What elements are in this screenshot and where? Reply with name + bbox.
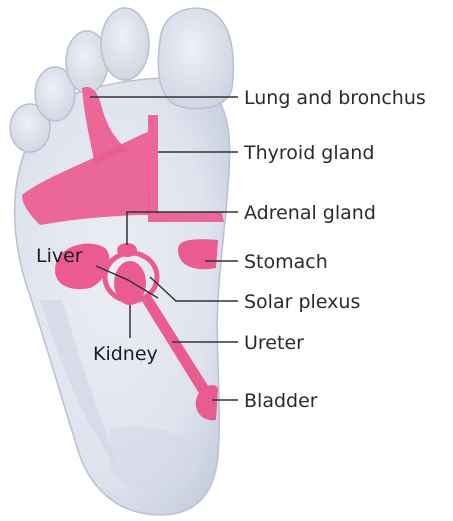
label-thyroid-gland: Thyroid gland	[243, 142, 374, 164]
label-lung-and-bronchus: Lung and bronchus	[244, 87, 426, 109]
label-solar-plexus: Solar plexus	[244, 291, 360, 313]
big-toe	[158, 8, 233, 108]
label-stomach: Stomach	[244, 251, 328, 273]
label-kidney: Kidney	[93, 343, 158, 365]
label-liver: Liver	[36, 245, 83, 267]
label-bladder: Bladder	[244, 390, 318, 412]
label-adrenal-gland: Adrenal gland	[244, 202, 376, 224]
label-ureter: Ureter	[244, 332, 304, 354]
second-toe	[101, 8, 149, 80]
